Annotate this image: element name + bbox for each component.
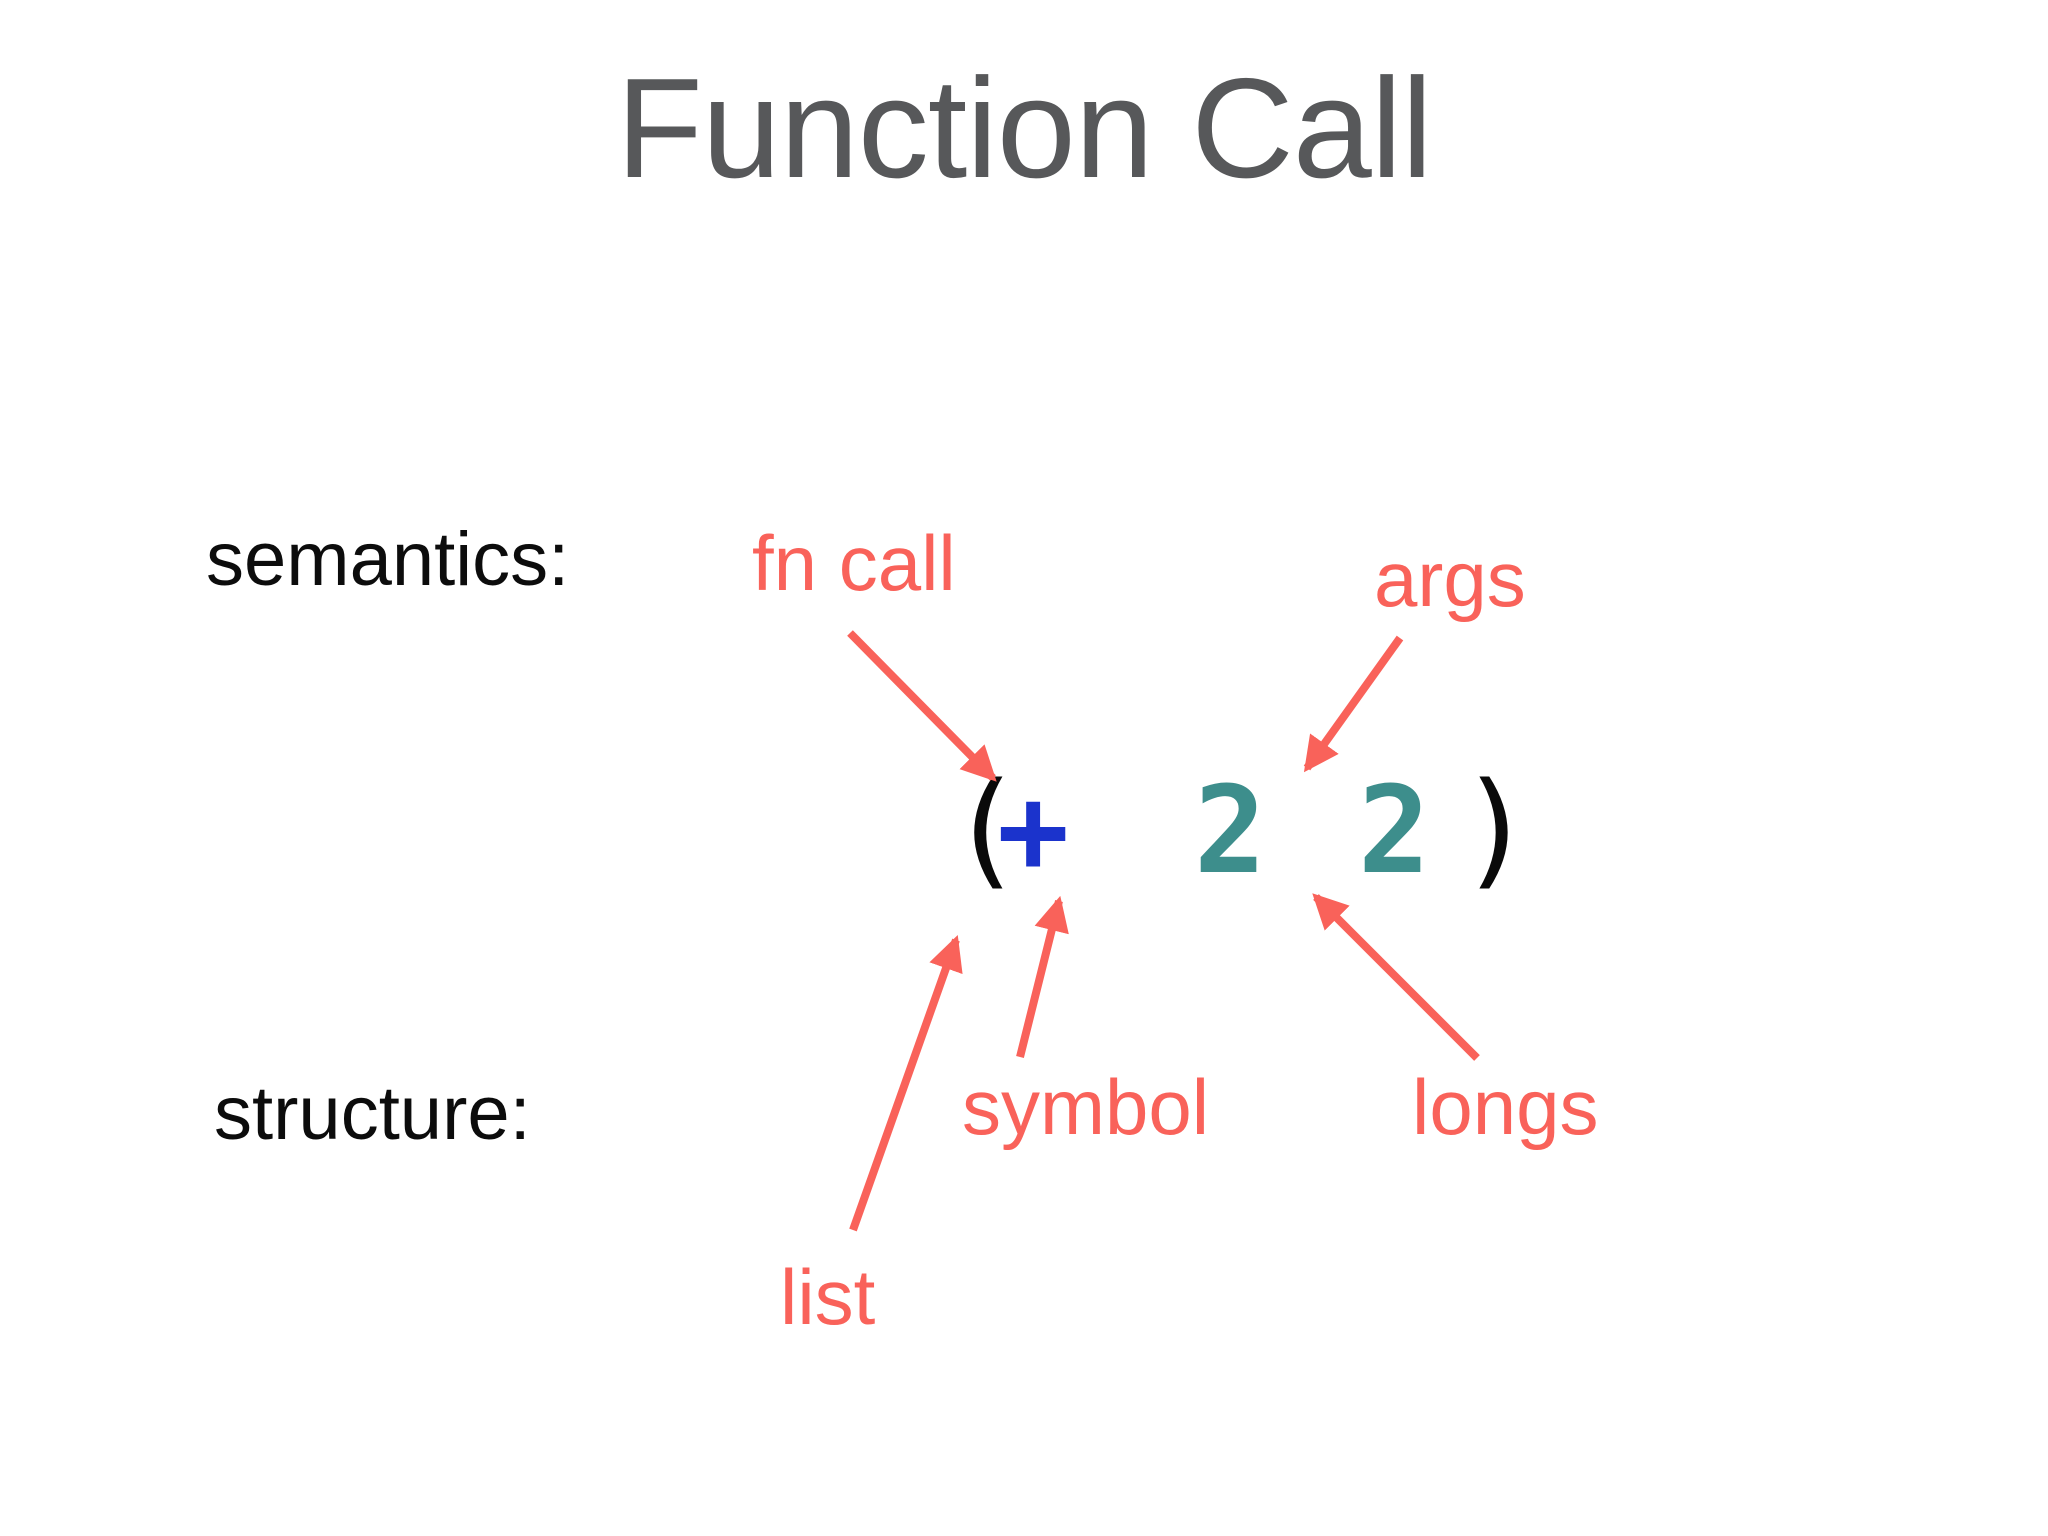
list-annotation-label: list (780, 1253, 876, 1341)
args-arrow (1303, 635, 1404, 773)
code-open-paren: ( (948, 755, 1024, 902)
code-plus-operator: + (997, 762, 1070, 901)
fn-call-annotation-label: fn call (752, 519, 956, 607)
symbol-annotation-label: symbol (962, 1063, 1210, 1151)
longs-annotation-label: longs (1412, 1063, 1599, 1151)
code-arg2-number: 2 (1358, 762, 1431, 901)
code-close-paren: ) (1458, 755, 1534, 902)
code-arg1-number: 2 (1194, 762, 1267, 901)
semantics-row-label: semantics: (206, 517, 570, 602)
structure-row-label: structure: (214, 1071, 531, 1156)
page-title: Function Call (616, 49, 1433, 208)
longs-arrow (1312, 893, 1480, 1061)
args-annotation-label: args (1374, 535, 1526, 623)
symbol-arrow (1016, 895, 1069, 1058)
list-arrow (849, 935, 963, 1232)
